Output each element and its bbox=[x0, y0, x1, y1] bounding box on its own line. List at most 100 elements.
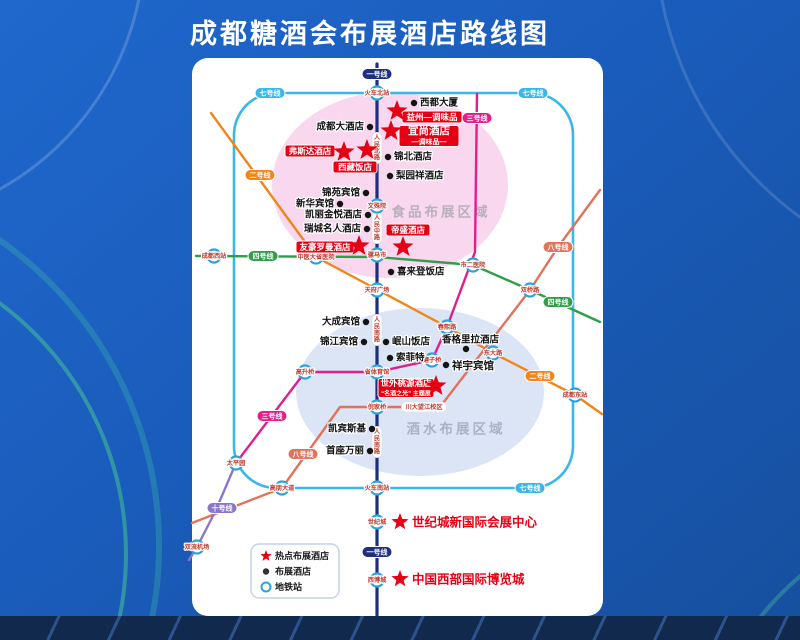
hot-star-icon bbox=[333, 141, 355, 161]
metro-line10 bbox=[187, 461, 238, 562]
hotel-dot bbox=[386, 354, 394, 362]
hot-hotel-badge bbox=[398, 125, 460, 147]
line-badge-label: 七号线 bbox=[520, 483, 541, 492]
line-badge-label: 二号线 bbox=[530, 371, 551, 380]
station-label: 世纪城 bbox=[368, 518, 387, 526]
line-badge-label: 三号线 bbox=[467, 113, 488, 122]
line-badge-label: 十号线 bbox=[212, 503, 233, 512]
hotel-dot bbox=[386, 172, 394, 180]
hotel-dot bbox=[410, 99, 418, 107]
line-badge bbox=[254, 87, 286, 99]
hotel-dot bbox=[368, 425, 376, 433]
landmark-star-icon bbox=[391, 513, 409, 530]
road-label: 路 bbox=[374, 335, 381, 343]
hot-hotel-label: 宜尚酒店 bbox=[408, 124, 450, 137]
station-label: 骡马市 bbox=[368, 251, 387, 259]
station-label: 文殊院 bbox=[368, 202, 387, 210]
station-circle bbox=[369, 364, 385, 380]
road-label: 人 bbox=[374, 134, 381, 142]
line-badge bbox=[514, 482, 546, 494]
road-label: 南 bbox=[374, 329, 380, 337]
legend-dot-icon bbox=[262, 568, 270, 575]
hotel-dot bbox=[363, 225, 371, 233]
footer-band bbox=[0, 616, 800, 640]
station-circle bbox=[424, 352, 440, 368]
hotel-label: 梨园祥酒店 bbox=[395, 170, 444, 182]
road-label: 人 bbox=[374, 214, 381, 222]
road-label: 路 bbox=[374, 153, 381, 161]
station-label: 倪家桥 bbox=[368, 403, 387, 411]
line-badge-label: 四号线 bbox=[253, 251, 274, 260]
station-label: 双桥路 bbox=[520, 286, 540, 294]
hot-star-icon bbox=[356, 139, 378, 159]
station-label: 市二医院 bbox=[461, 261, 487, 269]
hotel-dot bbox=[384, 153, 392, 161]
hotel-label: 西都大厦 bbox=[420, 97, 459, 109]
station-circle bbox=[369, 572, 385, 588]
station-circle bbox=[369, 247, 385, 263]
legend-label: 地铁站 bbox=[275, 581, 302, 592]
landmark-label: 世纪城新国际会展中心 bbox=[412, 514, 538, 529]
station-circle bbox=[369, 85, 385, 101]
station-label: 火车南站 bbox=[365, 484, 391, 492]
station-label: 双流机场 bbox=[184, 543, 210, 551]
station-circle bbox=[369, 399, 385, 415]
station-label: 磨子桥 bbox=[422, 356, 442, 364]
hotel-dot bbox=[387, 268, 395, 276]
zone-label: 食品布展区域 bbox=[392, 204, 491, 220]
station-label: 东大路 bbox=[484, 349, 503, 357]
station-circle bbox=[369, 198, 385, 214]
line-badge-label: 七号线 bbox=[523, 88, 544, 97]
hot-hotel-badge bbox=[385, 223, 431, 237]
line-badge bbox=[542, 241, 574, 253]
station-label: 高朋大道 bbox=[270, 484, 296, 492]
station-label: 川大望江校区 bbox=[404, 403, 443, 411]
station-circle bbox=[522, 282, 538, 298]
hot-hotel-badge bbox=[332, 160, 378, 174]
station-circle bbox=[369, 480, 385, 496]
landmark-star-icon bbox=[391, 570, 409, 587]
hotel-dot bbox=[360, 338, 368, 346]
station-label: 天府广场 bbox=[365, 286, 390, 294]
page-title: 成都糖酒会布展酒店路线图 bbox=[190, 19, 550, 49]
station-circle bbox=[206, 248, 222, 264]
hotel-label: 瑞城名人酒店 bbox=[304, 223, 362, 235]
station-label: 成都东站 bbox=[563, 391, 589, 399]
hot-hotel-label: 弗斯达酒店 bbox=[289, 146, 332, 156]
hot-star-icon bbox=[392, 236, 414, 256]
hotel-label: 锦江宾馆 bbox=[320, 336, 359, 348]
station-circle bbox=[228, 455, 244, 471]
road-label: 路 bbox=[374, 233, 381, 241]
road-label: 民 bbox=[374, 434, 380, 442]
road-label-capsule bbox=[371, 425, 383, 458]
hot-hotel-badge bbox=[295, 240, 355, 254]
hotel-label: 锦苑宾馆 bbox=[322, 187, 361, 199]
station-circle bbox=[297, 364, 313, 380]
line-badge-label: 一号线 bbox=[367, 547, 388, 556]
line-badge bbox=[206, 502, 238, 514]
station-label: 省体育馆 bbox=[364, 368, 390, 376]
road-label-capsule bbox=[371, 313, 383, 346]
line-badge-label: 七号线 bbox=[260, 88, 281, 97]
hotel-dot bbox=[336, 200, 344, 208]
station-circle bbox=[485, 345, 501, 361]
hot-hotel-badge bbox=[284, 144, 336, 158]
line-badge bbox=[287, 448, 319, 460]
station-label: 太平园 bbox=[227, 459, 246, 467]
line-badge-label: 八号线 bbox=[292, 449, 314, 458]
road-label: 北 bbox=[374, 147, 380, 155]
legend-star-icon bbox=[260, 550, 272, 561]
station-capsule bbox=[401, 401, 447, 413]
road-label: 中 bbox=[374, 227, 380, 235]
hotel-label: 首座万丽 bbox=[326, 445, 365, 457]
line-badge-label: 一号线 bbox=[367, 69, 388, 78]
hotel-label: 索菲特 bbox=[396, 352, 425, 364]
hot-hotel-label: 益州—调味品 bbox=[406, 112, 458, 122]
road-label: 民 bbox=[374, 322, 380, 330]
hotel-label: 新华宾馆 bbox=[296, 198, 335, 210]
station-label: 成都西站 bbox=[202, 252, 228, 260]
hotel-dot bbox=[366, 447, 374, 455]
metro-line7-ring bbox=[232, 91, 575, 490]
